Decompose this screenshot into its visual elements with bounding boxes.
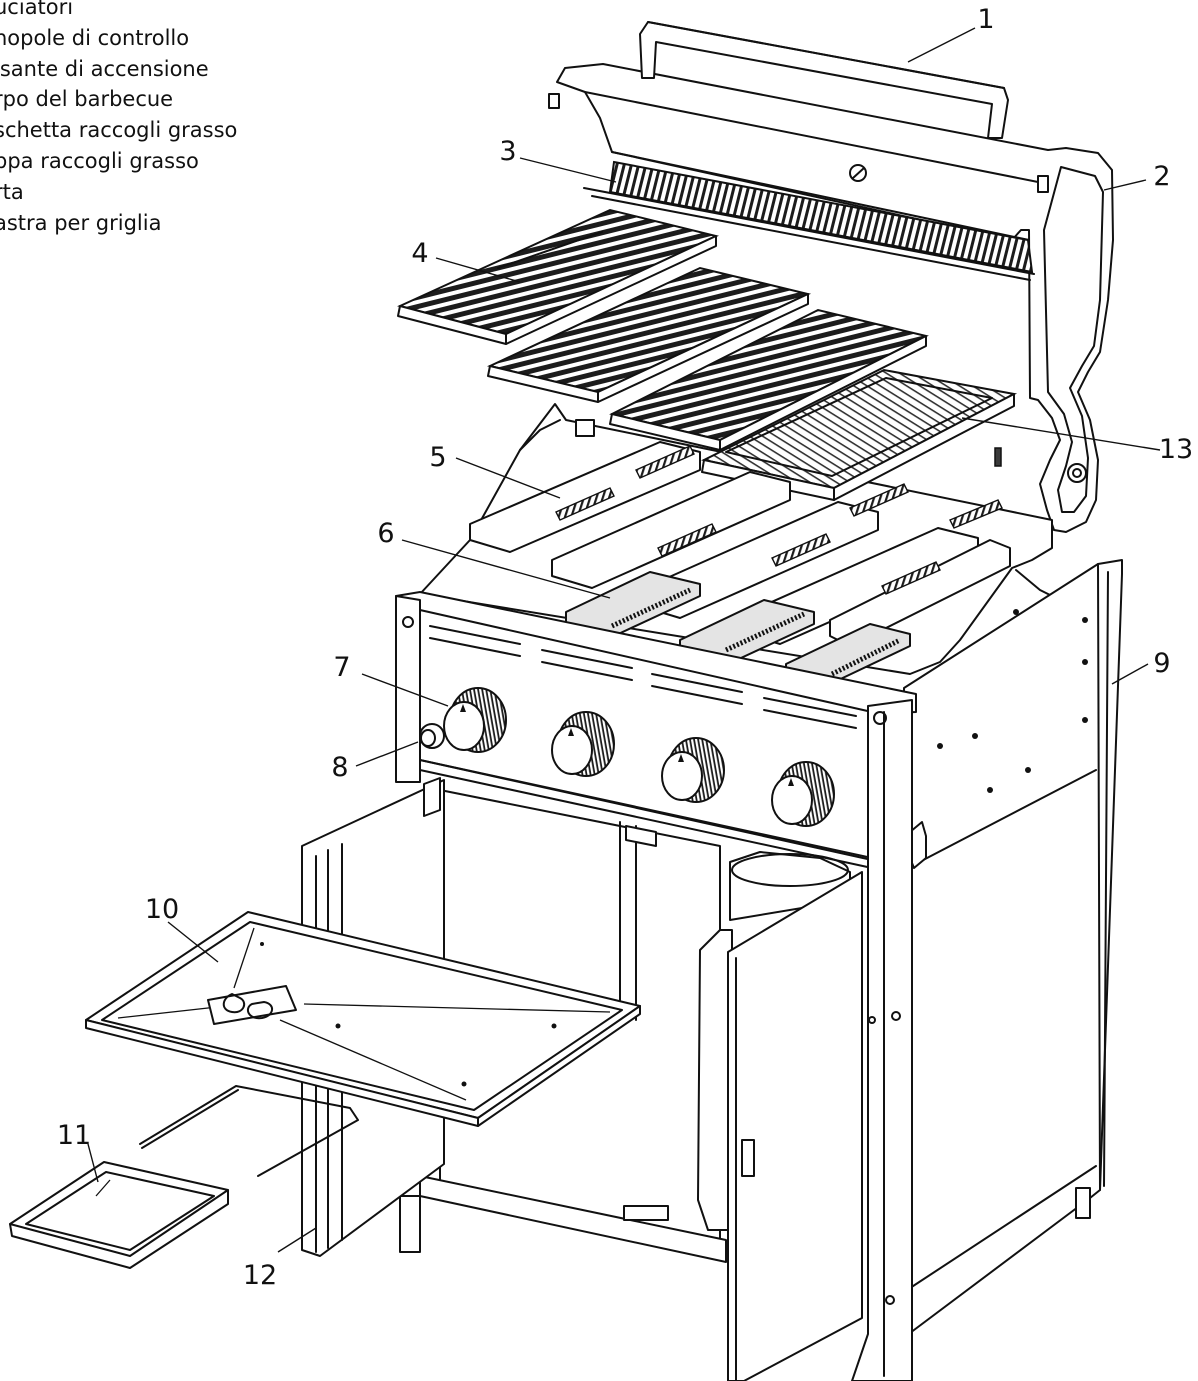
callout-6: 6: [377, 518, 394, 549]
warming-rack: [583, 160, 1035, 281]
control-knob: [771, 761, 835, 827]
legend-item: astra per griglia: [0, 210, 162, 235]
right-door: [727, 871, 876, 1381]
legend-item: uciatori: [0, 0, 74, 19]
ignition-button: [419, 723, 445, 749]
legend-item: nopole di controllo: [0, 25, 190, 50]
cooking-grate-right: [609, 308, 929, 451]
lid-handle: [639, 21, 1009, 139]
callout-1: 1: [977, 4, 994, 35]
control-knobs: [443, 687, 835, 827]
callout-3: 3: [499, 136, 516, 167]
control-knob: [551, 711, 615, 777]
callout-5: 5: [429, 442, 446, 473]
callout-12: 12: [243, 1260, 277, 1291]
legend-item: lsante di accensione: [0, 56, 209, 81]
drip-pan-holder: [139, 1085, 359, 1177]
grill-body: [897, 559, 1123, 1343]
control-knob: [661, 737, 725, 803]
callout-10: 10: [145, 894, 179, 925]
callout-13: 13: [1159, 434, 1193, 465]
legend-item: ppa raccogli grasso: [0, 148, 199, 173]
legend-item: schetta raccogli grasso: [0, 118, 238, 143]
lid: [548, 63, 1114, 533]
callout-4: 4: [411, 238, 428, 269]
grease-tray: [85, 911, 641, 1127]
cabinet-frame: [395, 595, 913, 1381]
callout-8: 8: [331, 752, 348, 783]
cooking-grate-middle: [486, 266, 812, 403]
legend-item: rta: [0, 179, 24, 204]
callout-numbers: 1 2 3 4 5 6 7 8 9 10 11 12 13: [57, 4, 1193, 1291]
callout-11: 11: [57, 1120, 91, 1151]
drip-pan: [9, 1161, 229, 1269]
callout-9: 9: [1153, 648, 1170, 679]
callout-2: 2: [1153, 161, 1170, 192]
leader-lines: [87, 27, 1161, 1253]
control-panel: [395, 591, 917, 869]
control-knob: [443, 687, 507, 753]
legend-item: rpo del barbecue: [0, 87, 174, 112]
parts-legend: uciatori nopole di controllo lsante di a…: [0, 0, 237, 238]
callout-7: 7: [333, 652, 350, 683]
cooking-grate-left: [397, 208, 719, 345]
